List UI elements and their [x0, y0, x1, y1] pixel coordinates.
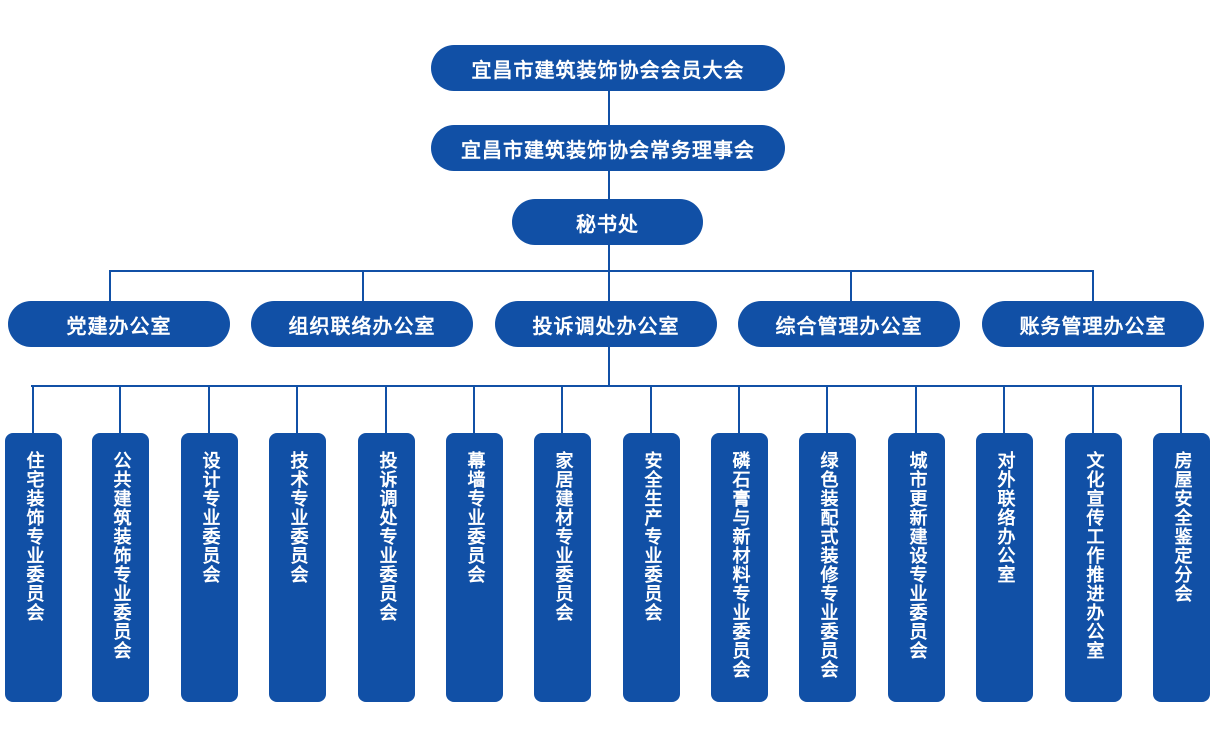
node-member-assembly[interactable]: 宜昌市建筑装饰协会会员大会 [431, 45, 785, 91]
node-label: 宜昌市建筑装饰协会会员大会 [471, 57, 745, 82]
connector-committee-stub-7 [650, 385, 652, 434]
node-office-complaint[interactable]: 投诉调处办公室 [495, 301, 717, 347]
connector-committee-stub-6 [561, 385, 563, 434]
node-label: 房屋安全鉴定分会 [1171, 451, 1193, 603]
node-committee-1[interactable]: 公共建筑装饰专业委员会 [92, 433, 149, 702]
node-committee-11[interactable]: 对外联络办公室 [976, 433, 1033, 702]
node-label: 城市更新建设专业委员会 [906, 451, 928, 660]
connector-office-stub-0 [109, 270, 111, 302]
connector-office-stub-4 [1092, 270, 1094, 302]
connector-committee-stub-9 [826, 385, 828, 434]
node-label: 党建办公室 [66, 313, 172, 338]
node-label: 磷石膏与新材料专业委员会 [729, 451, 751, 679]
node-office-accounts[interactable]: 账务管理办公室 [982, 301, 1204, 347]
node-committee-8[interactable]: 磷石膏与新材料专业委员会 [711, 433, 768, 702]
node-standing-council[interactable]: 宜昌市建筑装饰协会常务理事会 [431, 125, 785, 171]
node-committee-5[interactable]: 幕墙专业委员会 [446, 433, 503, 702]
connector-office-stub-2 [608, 270, 610, 302]
node-label: 组织联络办公室 [288, 313, 436, 338]
connector-committee-stub-8 [738, 385, 740, 434]
connector-committee-stub-0 [32, 385, 34, 434]
connector-committee-stub-5 [473, 385, 475, 434]
node-label: 绿色装配式装修专业委员会 [817, 451, 839, 679]
connector-office-bus [109, 270, 1094, 272]
node-committee-2[interactable]: 设计专业委员会 [181, 433, 238, 702]
node-label: 设计专业委员会 [199, 451, 221, 584]
node-label: 安全生产专业委员会 [641, 451, 663, 622]
node-office-party[interactable]: 党建办公室 [8, 301, 230, 347]
node-label: 住宅装饰专业委员会 [23, 451, 45, 622]
node-label: 综合管理办公室 [775, 313, 923, 338]
node-committee-6[interactable]: 家居建材专业委员会 [534, 433, 591, 702]
connector-committee-stub-1 [119, 385, 121, 434]
node-label: 技术专业委员会 [287, 451, 309, 584]
node-committee-3[interactable]: 技术专业委员会 [269, 433, 326, 702]
node-label: 秘书处 [576, 211, 639, 236]
connector-committee-bus [31, 385, 1182, 387]
connector-council-secretariat [608, 170, 610, 200]
node-committee-10[interactable]: 城市更新建设专业委员会 [888, 433, 945, 702]
node-label: 公共建筑装饰专业委员会 [110, 451, 132, 660]
node-label: 家居建材专业委员会 [552, 451, 574, 622]
node-committee-13[interactable]: 房屋安全鉴定分会 [1153, 433, 1210, 702]
node-label: 幕墙专业委员会 [464, 451, 486, 584]
node-committee-7[interactable]: 安全生产专业委员会 [623, 433, 680, 702]
connector-committee-stub-11 [1003, 385, 1005, 434]
connector-committee-stub-12 [1092, 385, 1094, 434]
connector-office-stub-3 [850, 270, 852, 302]
node-committee-12[interactable]: 文化宣传工作推进办公室 [1065, 433, 1122, 702]
connector-secretariat-down [608, 244, 610, 271]
node-label: 文化宣传工作推进办公室 [1083, 451, 1105, 660]
node-label: 宜昌市建筑装饰协会常务理事会 [461, 137, 755, 162]
connector-complaint-down [608, 346, 610, 386]
node-committee-9[interactable]: 绿色装配式装修专业委员会 [799, 433, 856, 702]
node-office-general[interactable]: 综合管理办公室 [738, 301, 960, 347]
connector-committee-stub-2 [208, 385, 210, 434]
node-label: 投诉调处办公室 [532, 313, 680, 338]
node-label: 账务管理办公室 [1019, 313, 1167, 338]
node-secretariat[interactable]: 秘书处 [512, 199, 703, 245]
connector-committee-stub-4 [385, 385, 387, 434]
node-committee-0[interactable]: 住宅装饰专业委员会 [5, 433, 62, 702]
node-label: 投诉调处专业委员会 [376, 451, 398, 622]
node-label: 对外联络办公室 [994, 451, 1016, 584]
node-office-liaison[interactable]: 组织联络办公室 [251, 301, 473, 347]
connector-committee-stub-13 [1180, 385, 1182, 434]
connector-office-stub-1 [362, 270, 364, 302]
connector-committee-stub-3 [296, 385, 298, 434]
connector-assembly-council [608, 90, 610, 126]
node-committee-4[interactable]: 投诉调处专业委员会 [358, 433, 415, 702]
connector-committee-stub-10 [915, 385, 917, 434]
